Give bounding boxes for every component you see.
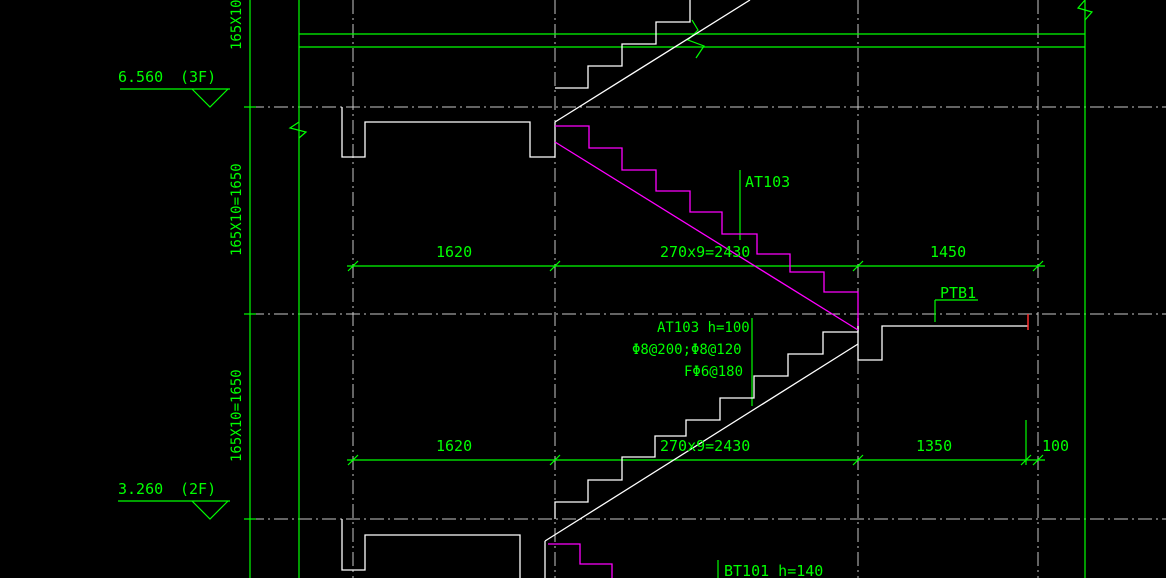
break-mark-left	[288, 121, 308, 139]
upper-dim-tick-1	[347, 260, 359, 272]
upper-dim-center: 270x9=2430	[660, 243, 750, 261]
floor-2f-landing	[341, 519, 521, 578]
upper-dim-tick-2	[549, 260, 561, 272]
at103-steps	[555, 125, 859, 326]
bt101-steps	[548, 543, 613, 578]
label-bt101: BT101 h=140	[724, 562, 823, 578]
floor-3f-landing	[341, 107, 556, 158]
level-3f-triangle	[191, 88, 229, 108]
vertical-dim-lower: 165X10=1650	[229, 369, 245, 462]
level-2f-floor: (2F)	[180, 480, 216, 498]
white-outline	[341, 0, 1028, 578]
highlighted-flight-at103	[548, 125, 859, 578]
level-2f-value: 3.260	[118, 480, 163, 498]
upper-dim-tick-4	[1032, 260, 1044, 272]
level-2f-triangle	[191, 500, 229, 520]
break-mark-right	[1076, 0, 1094, 21]
text-labels: 6.560 (3F) 3.260 (2F) 165X10= 165X10=165…	[118, 0, 1069, 578]
top-flight-steps	[555, 0, 691, 89]
label-at103-detail-3: FΦ6@180	[684, 364, 743, 380]
label-ptb1: PTB1	[940, 284, 976, 302]
level-3f-value: 6.560	[118, 68, 163, 86]
vertical-dim-middle: 165X10=1650	[229, 163, 245, 256]
lower-dim-tick-2	[549, 454, 561, 466]
vertical-dim-top: 165X10=	[229, 0, 245, 50]
upper-dim-tick-3	[852, 260, 864, 272]
lower-flight-soffit	[544, 343, 859, 542]
label-at103-detail-2: Φ8@200;Φ8@120	[632, 342, 742, 358]
lower-dim-left: 1620	[436, 437, 472, 455]
level-3f-floor: (3F)	[180, 68, 216, 86]
label-at103-detail-1: AT103 h=100	[657, 320, 750, 336]
green-structure	[118, 0, 1094, 578]
grid-lines	[250, 0, 1166, 578]
middle-landing	[857, 318, 1028, 361]
lower-dim-tick-3	[852, 454, 864, 466]
lower-dim-tick-5	[1032, 454, 1044, 466]
upper-dim-left: 1620	[436, 243, 472, 261]
break-mark-top	[686, 19, 705, 59]
top-flight-soffit	[554, 0, 751, 123]
lower-dim-tick-1	[347, 454, 359, 466]
lower-dim-right: 1350	[916, 437, 952, 455]
lower-flight-steps	[554, 326, 859, 519]
lower-dim-edge: 100	[1042, 437, 1069, 455]
at103-soffit	[554, 141, 859, 331]
upper-dim-right: 1450	[930, 243, 966, 261]
label-at103-upper: AT103	[745, 173, 790, 191]
lower-dim-center: 270x9=2430	[660, 437, 750, 455]
